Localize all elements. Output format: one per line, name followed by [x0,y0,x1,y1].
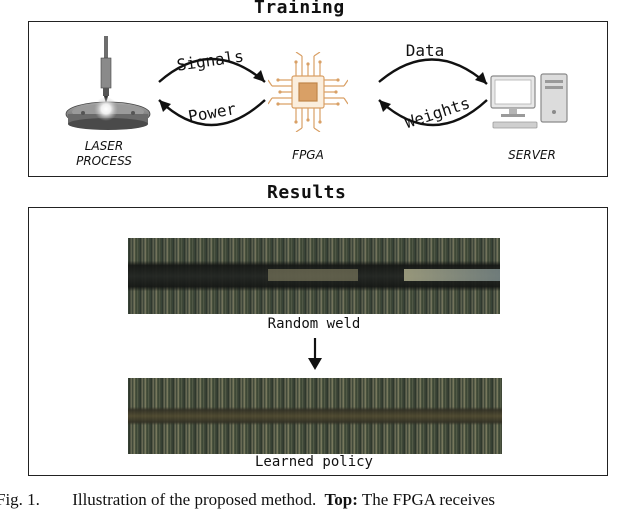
power-arrow: Power [158,99,266,127]
caption-bold: Top: [324,490,358,509]
results-title: Results [267,182,347,203]
random-weld-label: Random weld [267,316,361,332]
caption-text2: The FPGA receives [361,490,496,509]
fpga-label: FPGA [292,148,324,162]
fpga-chip-icon [268,52,348,132]
data-arrow: Data [378,41,488,85]
training-title: Training [254,0,345,18]
weld-bead-tail [404,269,500,281]
results-panel: Random weld Learned policy [28,207,608,476]
figure-caption: Fig. 1. Illustration of the proposed met… [0,490,640,510]
laser-process-label: LASER PROCESS [59,139,149,169]
caption-text1: Illustration of the proposed method. [72,490,317,509]
training-panel: LASER PROCESS Signals Power F [28,21,608,177]
weights-arrow: Weights [378,93,488,132]
weld-bead-bright [268,269,358,281]
learned-policy-weld-image [128,378,502,454]
learned-policy-label: Learned policy [254,454,373,470]
server-icon [490,73,568,129]
laser-process-icon [65,36,151,130]
data-label: Data [406,41,445,60]
signals-label: Signals [176,46,245,74]
laser-label-line2: PROCESS [76,154,132,168]
weights-label: Weights [402,93,472,132]
server-label: SERVER [508,148,556,162]
caption-fig: Fig. 1. [0,490,40,509]
random-weld-image [128,238,500,314]
laser-label-line1: LASER [84,139,124,153]
signals-arrow: Signals [158,46,266,83]
down-arrow [308,338,322,370]
